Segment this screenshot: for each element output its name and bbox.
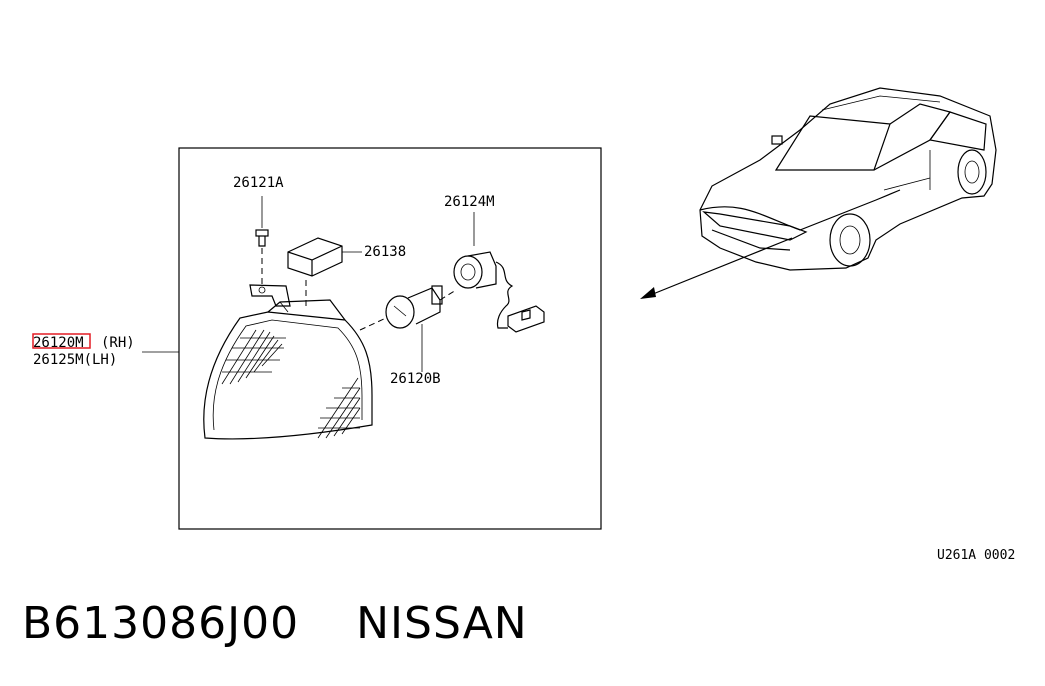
car-illustration [699,87,997,271]
combination-lamp-drawing [203,284,373,440]
screw-drawing [255,196,269,285]
label-bulb: 26120B [390,371,441,387]
label-lamp-rh-side: (RH) [101,335,135,351]
footer: B613086J00 NISSAN [22,598,528,649]
highlight-box [32,333,91,349]
brand-name: NISSAN [356,598,528,649]
label-cap: 26138 [364,244,406,260]
diagram-frame [178,147,602,530]
cap-drawing [287,237,362,310]
illustration-code: U261A 0002 [937,548,1015,563]
part-number: B613086J00 [22,598,300,649]
label-socket: 26124M [444,194,495,210]
bulb-drawing [359,285,443,372]
label-lamp-rh-part[interactable]: 26120M [33,335,84,351]
label-screw: 26121A [233,175,284,191]
label-lamp-lh[interactable]: 26125M(LH) [33,352,117,368]
pointer-arrow [640,237,793,299]
socket-drawing [439,212,545,333]
